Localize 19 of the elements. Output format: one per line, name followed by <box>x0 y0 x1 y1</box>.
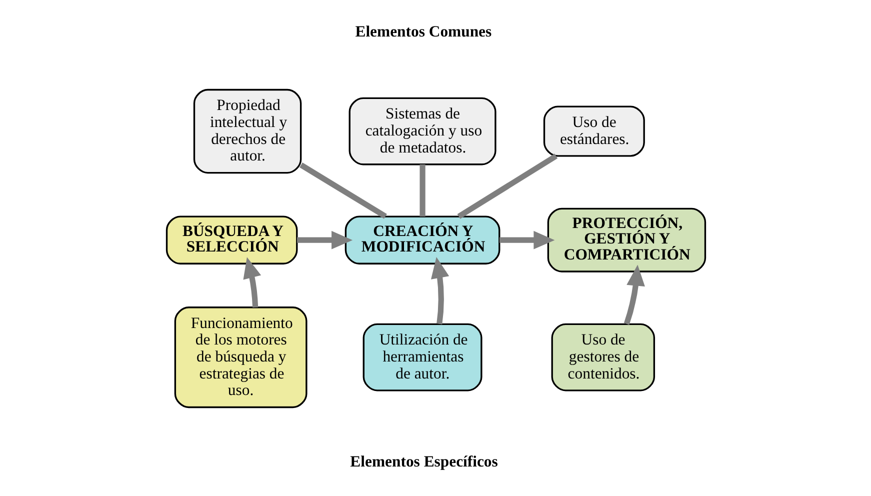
node-box: Funcionamiento de los motores de búsqueda y estrategias de uso. <box>174 306 307 408</box>
connector <box>299 162 386 218</box>
connector <box>419 164 425 216</box>
node-box: PROTECCIÓN, GESTIÓN Y COMPARTICIÓN <box>546 207 706 272</box>
arrow <box>296 230 352 249</box>
label: Elementos Específicos <box>350 452 498 470</box>
node-box: Uso de estándares. <box>542 105 644 156</box>
node-box: Utilización de herramientas de autor. <box>362 322 482 391</box>
label: Elementos Comunes <box>354 23 492 40</box>
node-box: Propiedad intelectual y derechos de autor. <box>192 88 302 174</box>
arrow <box>623 264 644 324</box>
node-box: Sistemas de catalogación y uso de metadatos. <box>348 96 496 165</box>
node-box: CREACIÓN Y MODIFICACIÓN <box>344 215 500 264</box>
node-box: BÚSQUEDA Y SELECCIÓN <box>165 215 298 264</box>
arrow <box>499 230 554 249</box>
node-box: Uso de gestores de contenidos. <box>550 322 655 391</box>
arrow <box>430 256 449 324</box>
connector <box>456 153 558 218</box>
arrow <box>242 256 261 307</box>
